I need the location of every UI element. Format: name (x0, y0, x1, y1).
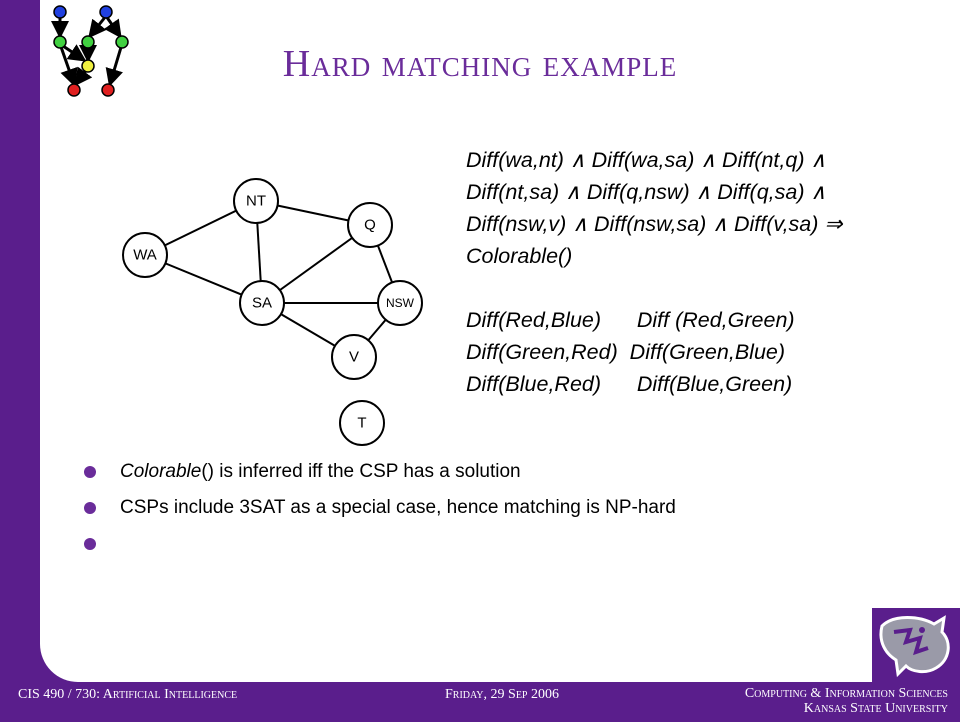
constraint-formula: Diff(wa,nt) ∧ Diff(wa,sa) ∧ Diff(nt,q) ∧… (466, 144, 946, 400)
logo-node-yellow (81, 59, 95, 73)
fact-line: Diff(Green,Red) Diff(Green,Blue) (466, 340, 786, 364)
footer-university: Kansas State University (803, 701, 948, 716)
node-t (339, 400, 385, 446)
node-label-nsw: NSW (386, 296, 415, 310)
node-label-wa: WA (133, 247, 157, 264)
logo-node-red-1 (67, 83, 81, 97)
bullet-italic-text: Colorable (120, 461, 202, 482)
logo-node-red-2 (101, 83, 115, 97)
node-nsw (377, 280, 423, 326)
formula-gap (466, 272, 946, 304)
node-wa (122, 232, 168, 278)
bullet-list: Colorable() is inferred iff the CSP has … (80, 458, 900, 566)
node-label-q: Q (364, 217, 376, 234)
content-panel (40, 0, 960, 682)
node-label-sa: SA (252, 295, 272, 312)
fact-line: Diff(Red,Blue) Diff (Red,Green) (466, 308, 795, 332)
node-nt (233, 178, 279, 224)
slide-title: Hard matching example (282, 43, 678, 85)
bullet-item: CSPs include 3SAT as a special case, hen… (80, 494, 900, 530)
footer-institution: Computing & Information Sciences Kansas … (745, 686, 948, 722)
bullet-dot-icon (84, 538, 96, 550)
node-label-nt: NT (246, 193, 266, 210)
node-v (331, 334, 377, 380)
bullet-dot-icon (84, 502, 96, 514)
formula-line: Colorable() (466, 244, 573, 268)
footer-dept: Computing & Information Sciences (744, 686, 948, 701)
bullet-item: Colorable() is inferred iff the CSP has … (80, 458, 900, 494)
bullet-text: CSPs include 3SAT as a special case, hen… (120, 497, 676, 518)
constraint-graph: NT WA Q SA NSW V T (122, 178, 423, 446)
logo-node-blue-1 (53, 5, 67, 19)
node-label-t: T (357, 415, 366, 432)
formula-line: Diff(wa,nt) ∧ Diff(wa,sa) ∧ Diff(nt,q) ∧ (466, 148, 827, 172)
formula-line: Diff(nsw,v) ∧ Diff(nsw,sa) ∧ Diff(v,sa) … (466, 212, 843, 236)
logo-node-green-3 (115, 35, 129, 49)
footer-date: Friday, 29 Sep 2006 (445, 687, 559, 702)
formula-line: Diff(nt,sa) ∧ Diff(q,nsw) ∧ Diff(q,sa) ∧ (466, 180, 827, 204)
bullet-text: () is inferred iff the CSP has a solutio… (201, 461, 521, 482)
node-q (347, 202, 393, 248)
logo-node-green-1 (53, 35, 67, 49)
bullet-item (80, 530, 900, 566)
graph-logo-icon (51, 5, 129, 97)
footer-course: CIS 490 / 730: Artificial Intelligence (18, 687, 238, 702)
node-label-v: V (349, 349, 359, 366)
logo-node-blue-2 (99, 5, 113, 19)
fact-line: Diff(Blue,Red) Diff(Blue,Green) (466, 372, 793, 396)
logo-node-green-2 (81, 35, 95, 49)
bullet-dot-icon (84, 466, 96, 478)
node-sa (239, 280, 285, 326)
wildcat-logo-icon (872, 608, 960, 682)
